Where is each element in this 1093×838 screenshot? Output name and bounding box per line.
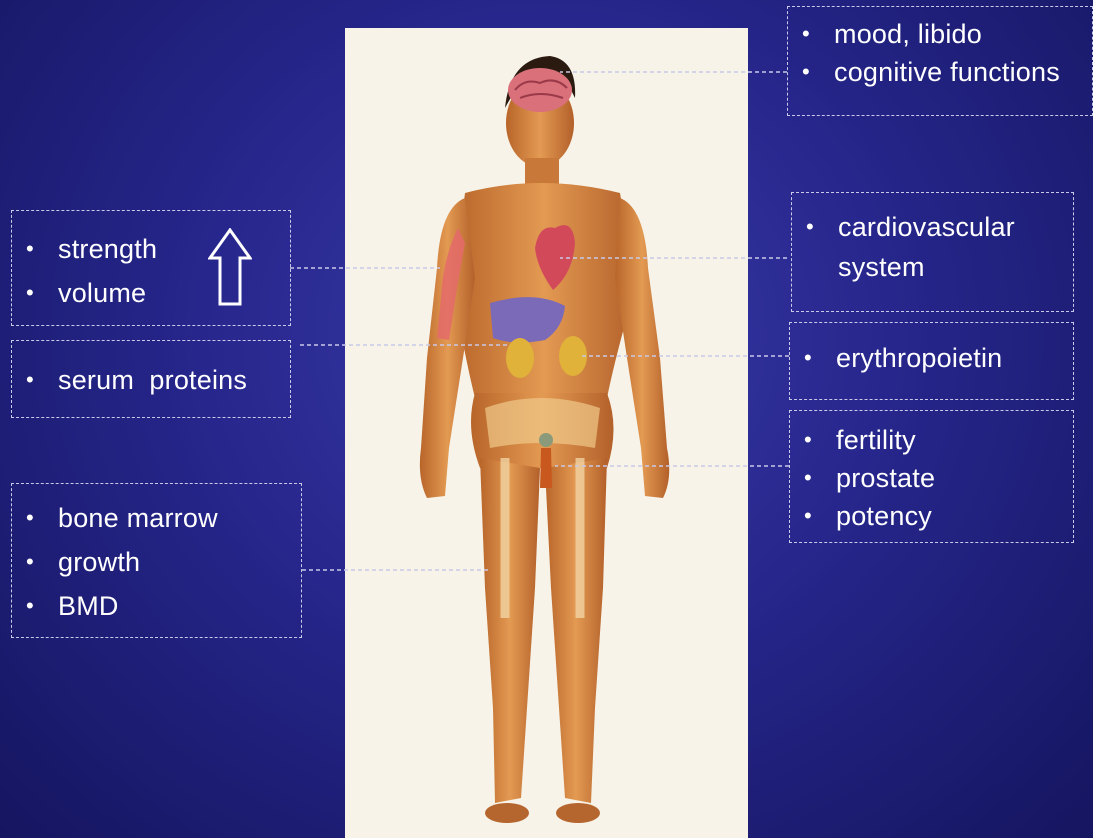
list-item: cognitive functions	[802, 53, 1082, 91]
up-arrow-outline-icon	[208, 228, 252, 306]
list-item: mood, libido	[802, 15, 1082, 53]
kidney-right	[559, 336, 587, 376]
prostate	[539, 433, 553, 447]
list-item: potency	[804, 497, 1063, 535]
list-item: erythropoietin	[804, 339, 1063, 377]
list-item: serum proteins	[26, 361, 280, 399]
genitals	[540, 448, 552, 488]
cardiovascular-box: cardiovascular system	[791, 192, 1074, 312]
right-leg	[480, 458, 540, 803]
torso	[453, 183, 635, 398]
left-arm	[615, 198, 669, 498]
list-item: prostate	[804, 459, 1063, 497]
serum-proteins-box: serum proteins	[11, 340, 291, 418]
list-item: growth	[26, 540, 291, 584]
erythropoietin-box: erythropoietin	[789, 322, 1074, 400]
list-item: BMD	[26, 584, 291, 628]
bone-effects-box: bone marrow growth BMD	[11, 483, 302, 638]
brain-effects-box: mood, libido cognitive functions	[787, 6, 1093, 116]
brain	[508, 68, 572, 112]
list-item: bone marrow	[26, 496, 291, 540]
list-item: cardiovascular system	[806, 207, 1058, 287]
kidney-left	[506, 338, 534, 378]
human-body-illustration	[345, 28, 748, 838]
reproductive-effects-box: fertility prostate potency	[789, 410, 1074, 543]
list-item: fertility	[804, 421, 1063, 459]
